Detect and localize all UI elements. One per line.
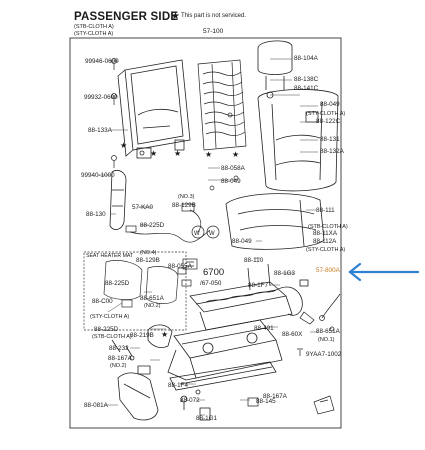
part-label: 88-232 [109, 345, 129, 352]
part-label: 88-138C [294, 76, 319, 83]
part-label: SEAT HEATER MAT [86, 253, 134, 259]
part-label: 88-133A [88, 127, 113, 134]
part-label: 88-1F4 [168, 382, 188, 389]
part-label: 88-651A [316, 328, 341, 335]
part-label: 88-141C [294, 85, 319, 92]
diagram-title: PASSENGER SIDE [74, 11, 179, 23]
part-label: 88-129B [172, 202, 196, 209]
part-label: 88-129B [136, 257, 160, 264]
part-label: (NO.4) [140, 250, 157, 256]
part-label: 88-60X [282, 331, 303, 338]
part-label: 88-104A [294, 55, 319, 62]
w-marker: W [194, 231, 200, 237]
part-label: 99932-0600 [84, 94, 118, 101]
part-label: 88-131 [320, 136, 340, 143]
part-label: 99940-1000 [81, 172, 115, 179]
connector-6700 [177, 258, 198, 287]
part-label: 88-112A [313, 238, 337, 245]
headrest [257, 40, 293, 99]
part-label: 88-219B [130, 332, 154, 339]
part-label: 88-167A [263, 393, 288, 400]
star-icon: ★ [150, 149, 157, 158]
lever-and-trim [111, 324, 211, 421]
part-label: 88-1F7 [248, 282, 268, 289]
part-label: (STY-CLOTH A) [90, 314, 129, 320]
star-icon: ★ [232, 150, 239, 159]
part-label: (NO.2) [110, 363, 127, 369]
part-label: 6700 [203, 267, 224, 278]
part-label: 88-C00 [92, 298, 113, 305]
star-icon: ★ [205, 150, 212, 159]
part-label: (STY-CLOTH A) [306, 247, 345, 253]
star-icon: ★ [171, 11, 180, 22]
part-label: 88-049 [221, 178, 241, 185]
highlight-arrow [348, 262, 420, 282]
star-markers: ★ ★ ★ ★ ★ ★ [120, 141, 239, 339]
variant-label-2: (STY-CLOTH A) [74, 31, 114, 37]
part-label: 99946-0600 [85, 58, 119, 65]
part-label: 88-058A [221, 165, 246, 172]
star-note: This part is not serviced. [181, 13, 247, 19]
part-label: 88-072 [180, 397, 200, 404]
part-label: 88-651A [140, 295, 165, 302]
part-label: (STY-CLOTH A) [306, 111, 345, 117]
part-label: 88-081A [84, 402, 109, 409]
part-label: 88-055A [168, 263, 193, 270]
variant-label-1: (STB-CLOTH A) [74, 24, 114, 30]
part-label: 57-KA0 [132, 204, 154, 211]
star-icon: ★ [161, 330, 168, 339]
part-label: (STB-CLOTH A) [308, 224, 348, 230]
star-icon: ★ [120, 141, 127, 150]
part-label: 88-145 [256, 398, 276, 405]
seatback-frame [117, 59, 191, 159]
lower-right-parts [247, 293, 341, 415]
assembly-part-number: 57-100 [203, 28, 224, 35]
part-label: 88-225D [105, 280, 130, 287]
part-label: 88-132A [320, 148, 345, 155]
leader-lines [98, 58, 318, 416]
part-label: 88-111 [316, 207, 335, 214]
w-marker: W [209, 231, 215, 237]
part-label: 9YAA7-1002 [306, 351, 342, 358]
part-labels: 99946-0600 88-104A 88-138C 88-141C 99932… [81, 55, 348, 422]
part-label: (STB-CLOTH A) [92, 334, 132, 340]
seatback-spring-mat [197, 59, 247, 151]
seat-heater-mat-box [83, 251, 187, 331]
part-label: 88-225D [140, 222, 165, 229]
part-label: 88-225D [94, 326, 119, 333]
part-label-highlighted: 57-800A [316, 267, 341, 274]
seat-cushion-cover [225, 193, 325, 250]
part-label: 88-11XA [313, 230, 338, 237]
diagram-frame [69, 37, 342, 429]
seatback-cover [257, 89, 339, 192]
part-label: 88-049 [232, 238, 252, 245]
part-label: 88-110 [244, 257, 264, 264]
part-label: 88-130 [86, 211, 106, 218]
part-label: (NO.2) [144, 303, 161, 309]
seat-track-frame [167, 263, 309, 391]
part-label: 88-491 [254, 325, 274, 332]
part-label: /67-050 [200, 280, 222, 287]
part-label: (NO.1) [318, 337, 335, 343]
part-label: 88-1G3 [274, 270, 296, 277]
part-label: 88-049 [320, 101, 340, 108]
part-label: 88-1G1 [196, 415, 218, 422]
wiring-harness [125, 203, 220, 243]
side-trim [109, 170, 127, 230]
part-label: (NO.3) [178, 194, 195, 200]
part-label: 88-122C [316, 118, 341, 125]
part-label: 88-167A [108, 355, 133, 362]
star-icon: ★ [174, 149, 181, 158]
